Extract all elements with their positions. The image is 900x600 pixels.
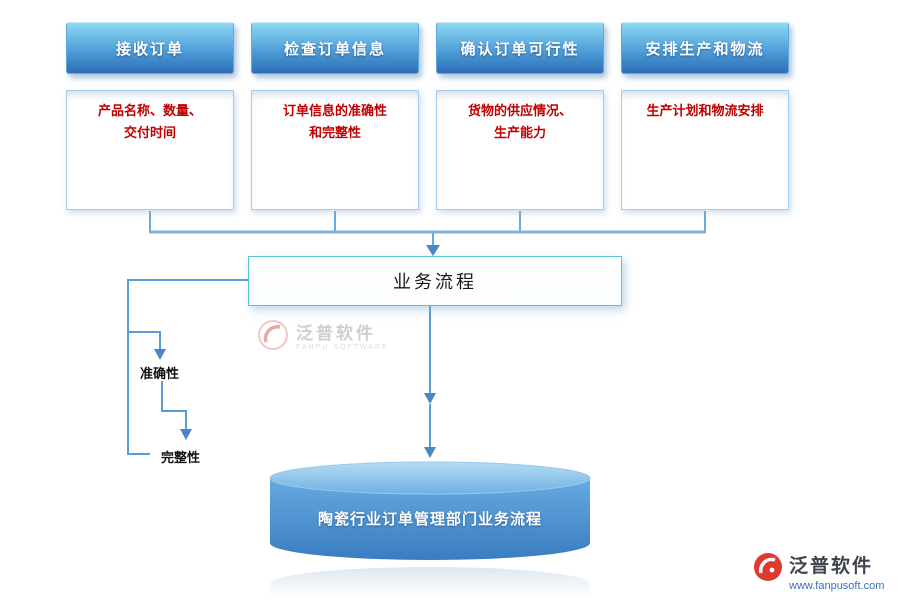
arrowhead-completeness <box>180 429 192 440</box>
vendor-logo-icon <box>754 553 782 581</box>
vendor-brand: 泛普软件 <box>789 556 874 577</box>
arrowhead-mid <box>424 393 436 404</box>
arrowhead-process <box>426 245 440 256</box>
watermark: 泛普软件 FANPU SOFTWARE <box>256 318 389 352</box>
flow-step-column: 确认订单可行性 货物的供应情况、 生产能力 <box>436 22 604 212</box>
flow-step-header: 安排生产和物流 <box>621 22 789 74</box>
database-label: 陶瓷行业订单管理部门业务流程 <box>317 511 542 528</box>
flow-step-detail: 货物的供应情况、 生产能力 <box>436 90 604 210</box>
flow-step-column: 检查订单信息 订单信息的准确性 和完整性 <box>251 22 419 212</box>
branch-label-completeness: 完整性 <box>161 450 201 465</box>
process-box: 业务流程 <box>248 256 622 306</box>
flow-step-header: 检查订单信息 <box>251 22 419 74</box>
flow-step-detail: 产品名称、数量、 交付时间 <box>66 90 234 210</box>
branch-label-accuracy: 准确性 <box>140 366 180 381</box>
accuracy-branch-line <box>128 331 161 350</box>
watermark-subtitle: FANPU SOFTWARE <box>296 344 389 351</box>
vendor-logo: 泛普软件 www.fanpusoft.com <box>752 551 884 592</box>
flow-step-header: 接收订单 <box>66 22 234 74</box>
flow-step-detail: 订单信息的准确性 和完整性 <box>251 90 419 210</box>
reflection-fade <box>238 562 622 600</box>
completeness-branch-line <box>161 381 187 430</box>
arrowhead-accuracy <box>154 349 166 360</box>
watermark-brand: 泛普软件 <box>296 324 376 343</box>
database-cylinder <box>269 461 591 560</box>
flow-step-header: 确认订单可行性 <box>436 22 604 74</box>
vendor-url: www.fanpusoft.com <box>789 580 885 592</box>
flow-step-detail: 生产计划和物流安排 <box>621 90 789 210</box>
flow-step-column: 安排生产和物流 生产计划和物流安排 <box>621 22 789 212</box>
watermark-logo-icon <box>258 320 288 350</box>
flow-step-column: 接收订单 产品名称、数量、 交付时间 <box>66 22 234 212</box>
top-drop-lines <box>149 211 706 231</box>
